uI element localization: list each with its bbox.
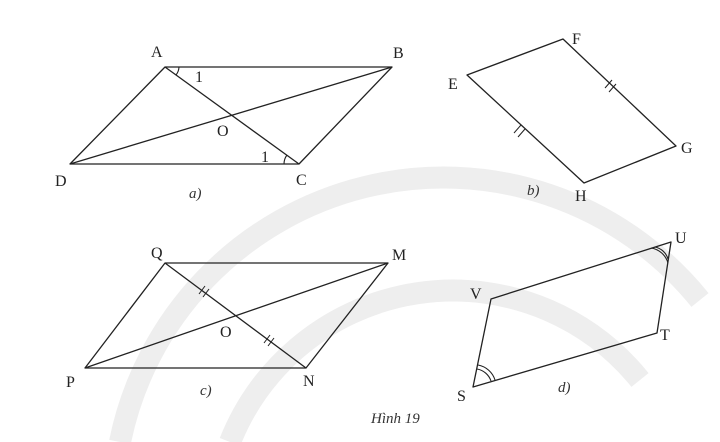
label-b: B [393, 45, 404, 62]
label-p: P [66, 374, 75, 391]
angle-c-arc [283, 154, 288, 165]
label-v: V [470, 286, 482, 303]
tick-marks-qo [198, 285, 210, 298]
caption-c: c) [200, 383, 212, 399]
angle-u-arc-inner [654, 246, 669, 260]
label-h: H [575, 188, 587, 205]
angle-a-label: 1 [195, 69, 203, 86]
angle-s-arc-outer [477, 364, 496, 381]
watermark [109, 166, 709, 442]
tick-marks-eh [513, 124, 526, 138]
angle-c-label: 1 [261, 149, 269, 166]
caption-b: b) [527, 183, 540, 199]
figure-b: E F G H b) [448, 31, 693, 205]
angle-s-arc-inner [476, 368, 492, 382]
label-g: G [681, 140, 693, 157]
label-e: E [448, 76, 458, 93]
label-q: Q [151, 245, 163, 262]
label-o-c: O [220, 324, 232, 341]
figure-caption: Hình 19 [370, 411, 420, 427]
label-f: F [572, 31, 581, 48]
label-a: A [151, 44, 163, 61]
angle-u-arc-outer [650, 247, 669, 264]
caption-a: a) [189, 186, 202, 202]
label-d: D [55, 173, 67, 190]
label-c: C [296, 172, 307, 189]
label-s: S [457, 388, 466, 405]
figure-d: U V T S d) [457, 230, 687, 405]
figure-a: A B C D O 1 1 a) [55, 44, 404, 202]
label-m: M [392, 247, 406, 264]
tick-marks-on [263, 334, 275, 347]
label-o: O [217, 123, 229, 140]
quadrilateral-uvts [472, 241, 672, 388]
tick-marks-fg [604, 79, 617, 93]
diagonal-bd [69, 66, 393, 165]
quadrilateral-efgh [466, 38, 677, 184]
label-n: N [303, 373, 315, 390]
label-u: U [675, 230, 687, 247]
angle-a-arc [175, 66, 180, 76]
figure-c: Q M N P O c) [66, 245, 406, 399]
diagonal-pm [84, 262, 389, 369]
caption-d: d) [558, 380, 571, 396]
label-t: T [660, 327, 670, 344]
